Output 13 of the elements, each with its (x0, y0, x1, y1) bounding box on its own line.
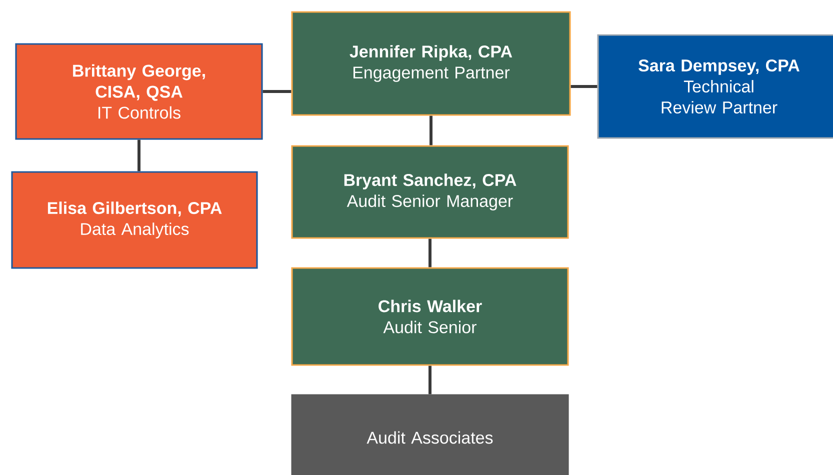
connector-line (428, 238, 432, 268)
connector-line (430, 116, 432, 146)
org-box: Brittany George, CISA, QSA IT Controls (15, 43, 263, 140)
org-box: Jennifer Ripka, CPA Engagement Partner (291, 11, 571, 116)
org-box: Bryant Sanchez, CPA Audit Senior Manager (291, 145, 569, 239)
connector-line (262, 90, 292, 93)
connector-line (570, 85, 598, 88)
org-box: Elisa Gilbertson, CPA Data Analytics (11, 171, 258, 269)
org-box: Audit Associates (291, 394, 569, 475)
connector-line (428, 366, 432, 394)
org-box: Chris Walker Audit Senior (291, 267, 569, 366)
connector-line (138, 140, 140, 172)
org-box: Sara Dempsey, CPA Technical Review Partner (597, 34, 833, 139)
